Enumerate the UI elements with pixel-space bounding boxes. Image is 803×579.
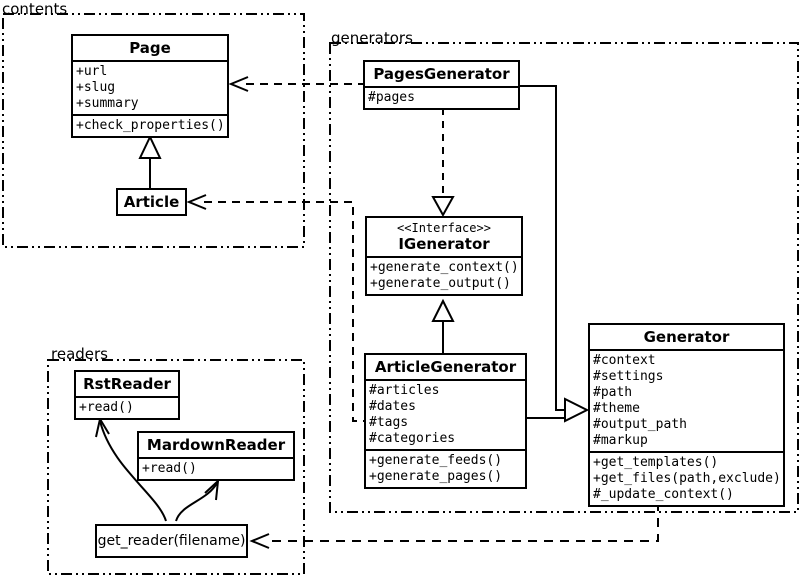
arrow-getreader-mardownreader [175,482,218,522]
class-methods-section: +check_properties() [73,114,227,136]
class-method-entry: +generate_output() [370,276,511,291]
class-attr-entry: #output_path [593,417,687,432]
arrowhead-mardownreader [204,478,220,501]
class-method-entry: +generate_feeds() [369,453,503,468]
generalization-arrowhead-igenerator [431,298,455,322]
package-border-contents [2,13,305,248]
class-attr-entry: #path [593,385,633,400]
class-box-pages-generator: PagesGenerator #pages [363,60,520,110]
class-attr-entry: +summary [76,96,139,111]
class-method-entry: +check_properties() [76,118,225,133]
class-method-entry: #_update_context() [593,487,734,502]
class-name: Generator [643,328,730,346]
arrow-getreader-rstreader [99,420,167,522]
dependency-arrowhead-article [186,194,207,210]
class-name: IGenerator [398,235,490,253]
function-box-get-reader: get_reader(filename) [95,524,248,558]
class-attr-entry: +url [76,64,108,79]
package-label-contents: contents [2,0,68,18]
class-attr-entry: #settings [593,369,664,384]
class-methods-section: +read() [76,396,178,418]
class-box-article-generator: ArticleGenerator #articles#dates#tags#cat… [364,353,527,489]
class-attr-entry: #articles [369,383,440,398]
package-label-readers: readers [51,345,108,363]
dependency-articlegenerator-article [204,201,364,422]
class-title-generator: Generator [590,325,783,349]
generalization-arrowhead-generator [564,397,590,423]
class-box-article: Article [116,188,187,216]
class-name: PagesGenerator [373,65,510,83]
class-title-pages-generator: PagesGenerator [365,62,518,86]
class-box-igenerator: <<Interface>>IGenerator+generate_context… [365,216,523,296]
class-box-mardown-reader: MardownReader +read() [137,431,295,481]
class-title-article: Article [118,190,185,214]
class-box-page: Page +url+slug+summary +check_properties() [71,34,229,138]
class-name: Page [129,39,171,57]
class-methods-section: +generate_context()+generate_output() [367,256,521,294]
class-box-generator: Generator #context#settings#path#theme#ou… [588,323,785,507]
class-attrs-section: #pages [365,86,518,108]
class-attr-entry: #categories [369,431,456,446]
class-method-entry: +get_templates() [593,455,719,470]
class-attr-entry: #pages [368,90,415,105]
class-attr-entry: #context [593,353,656,368]
class-attr-entry: #tags [369,415,409,430]
class-method-entry: +generate_context() [370,260,519,275]
package-border-readers [47,359,305,575]
class-title-article-generator: ArticleGenerator [366,355,525,379]
generalization-pagesgenerator-generator [520,85,565,411]
dependency-arrowhead-page [228,76,249,92]
class-attr-entry: #markup [593,433,648,448]
dependency-generator-getreader [267,502,659,542]
class-name: ArticleGenerator [374,358,517,376]
dependency-arrowhead-getreader [249,533,270,549]
class-method-entry: +generate_pages() [369,469,503,484]
class-attrs-section: #articles#dates#tags#categories [366,379,525,449]
class-title-page: Page [73,36,227,60]
class-attr-entry: #theme [593,401,640,416]
class-title-mardown-reader: MardownReader [139,433,293,457]
class-method-entry: +read() [142,461,197,476]
class-method-entry: +read() [79,400,134,415]
class-method-entry: +get_files(path,exclude) [593,471,781,486]
class-box-rst-reader: RstReader +read() [74,370,180,420]
class-attr-entry: #dates [369,399,416,414]
class-methods-section: +get_templates()+get_files(path,exclude)… [590,451,783,505]
class-attrs-section: +url+slug+summary [73,60,227,114]
class-attr-entry: +slug [76,80,116,95]
class-name: Article [123,193,180,211]
generalization-arrowhead-page [138,134,162,159]
class-methods-section: +generate_feeds()+generate_pages() [366,449,525,487]
class-name: MardownReader [146,436,286,454]
class-name: RstReader [83,375,171,393]
package-label-generators: generators [331,29,413,47]
package-border-generators [329,42,799,513]
class-title-igenerator: <<Interface>>IGenerator [367,218,521,256]
class-attrs-section: #context#settings#path#theme#output_path… [590,349,783,451]
class-stereotype: <<Interface>> [397,221,491,235]
class-methods-section: +read() [139,457,293,479]
class-title-rst-reader: RstReader [76,372,178,396]
realization-arrowhead-igenerator [431,196,455,218]
